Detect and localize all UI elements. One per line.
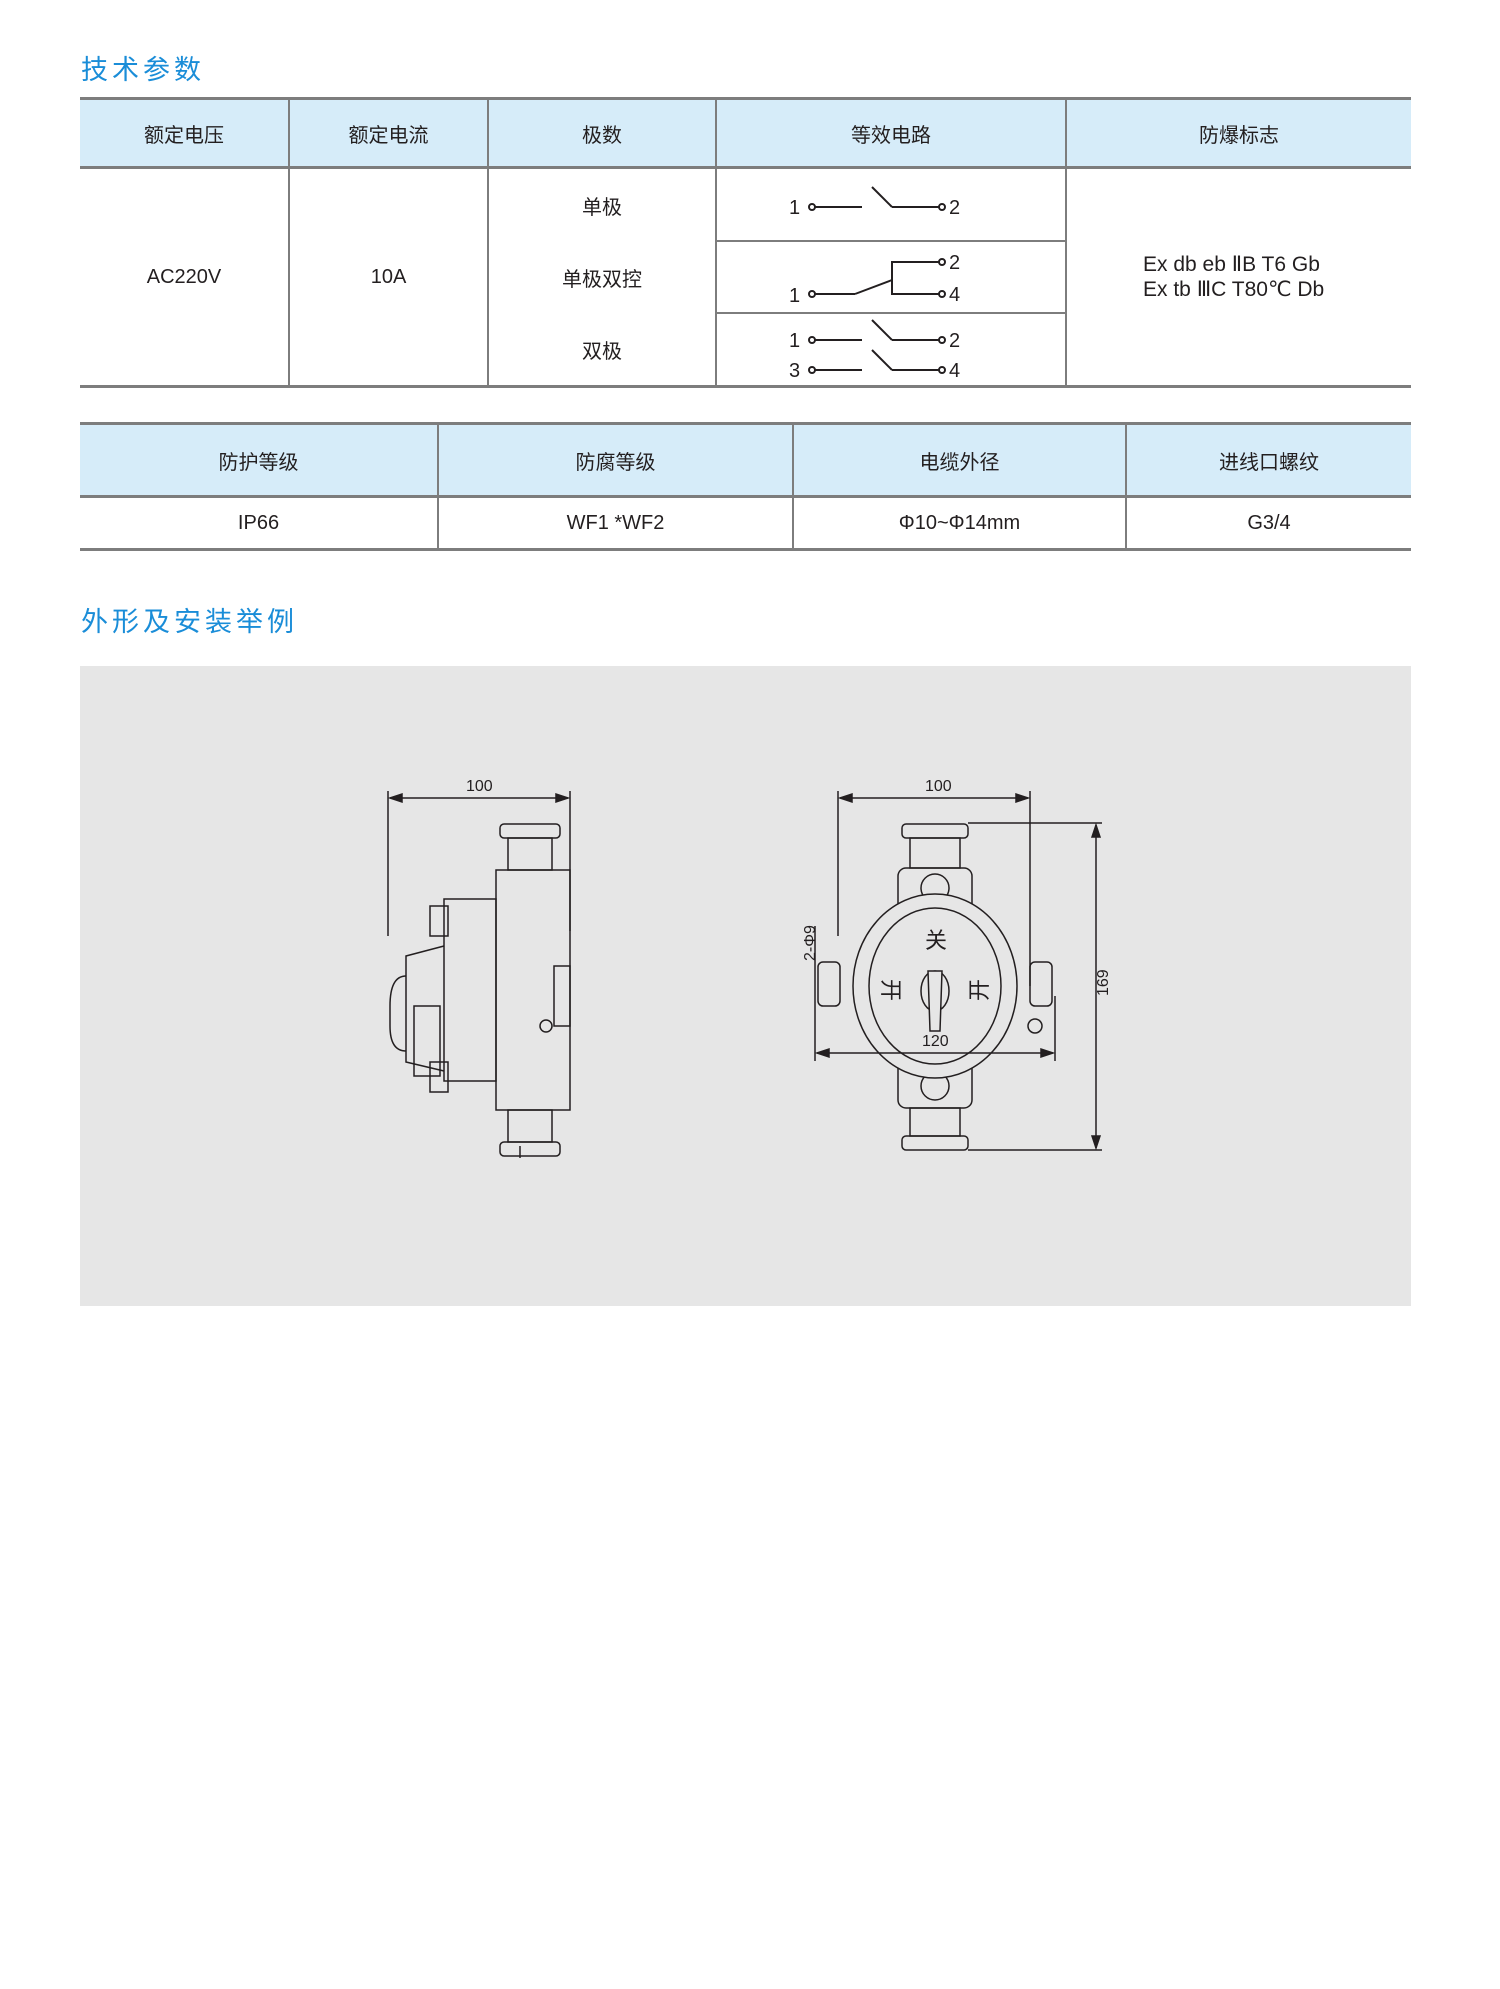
terminal-label: 4 (949, 360, 960, 382)
ingress-protection: IP66 (237, 511, 280, 534)
protection-table: 防护等级 防腐等级 电缆外径 进线口螺纹 IP66 WF1 *WF2 Φ10~Φ… (80, 422, 1411, 551)
on-label-right: 开 (967, 979, 992, 1001)
circuit-single: 1 2 (717, 170, 1065, 242)
header-anticorrosion: 防腐等级 (437, 423, 793, 497)
header-rated-voltage: 额定电压 (80, 98, 289, 168)
header-poles: 极数 (487, 98, 716, 168)
ex-marking-dust: Ex tb ⅢC T80℃ Db (1143, 278, 1325, 301)
header-circuit: 等效电路 (715, 98, 1066, 168)
side-view-drawing: 100 (387, 778, 571, 1158)
height-dimension: 169 (1095, 969, 1112, 996)
mount-width-dimension: 120 (922, 1033, 949, 1050)
header-ex-marking: 防爆标志 (1065, 98, 1411, 168)
circuit-double: 1 3 2 4 (717, 314, 1065, 384)
terminal-label: 1 (789, 285, 800, 307)
header-cable-diameter: 电缆外径 (792, 423, 1126, 497)
on-label-left: 开 (878, 979, 903, 1001)
pole-single: 单极 (582, 194, 622, 219)
terminal-label: 1 (789, 330, 800, 352)
ex-marking-cell: Ex db eb ⅡB T6 Gb Ex tb ⅢC T80℃ Db (1065, 167, 1411, 387)
terminal-label: 2 (949, 197, 960, 219)
front-width-dimension: 100 (925, 778, 952, 795)
section-title-tech-params: 技术参数 (81, 55, 205, 86)
cable-diameter: Φ10~Φ14mm (792, 496, 1126, 550)
circuit-two-way: 1 2 4 (717, 242, 1065, 314)
pole-double: 双极 (582, 338, 622, 363)
terminal-label: 1 (789, 197, 800, 219)
off-label: 关 (925, 928, 947, 953)
anticorrosion: WF1 *WF2 (437, 496, 793, 550)
tech-params-table: 额定电压 额定电流 极数 等效电路 防爆标志 AC220V 10A 单极 单极双… (80, 97, 1411, 388)
ex-marking-gas: Ex db eb ⅡB T6 Gb (1143, 253, 1320, 276)
terminal-label: 4 (949, 284, 960, 306)
front-view-drawing: 100 关 开 开 120 169 2-Φ9 (802, 778, 1112, 1151)
outline-drawing-area: 100 100 关 开 开 120 (80, 666, 1411, 1306)
side-width-dimension: 100 (466, 778, 493, 795)
header-rated-current: 额定电流 (288, 98, 488, 168)
section-title-outline: 外形及安装举例 (81, 607, 298, 638)
entry-thread: G3/4 (1125, 496, 1411, 550)
poles-cell: 单极 单极双控 双极 (487, 167, 716, 387)
terminal-label: 2 (949, 330, 960, 352)
terminal-label: 3 (789, 360, 800, 382)
circuit-cell: 1 2 1 2 4 1 3 2 4 (715, 167, 1066, 387)
terminal-label: 2 (949, 252, 960, 274)
hole-dimension: 2-Φ9 (802, 925, 819, 961)
header-ingress-protection: 防护等级 (80, 423, 438, 497)
rated-voltage: AC220V (146, 265, 222, 288)
header-entry-thread: 进线口螺纹 (1125, 423, 1411, 497)
rated-current: 10A (288, 167, 488, 387)
pole-two-way: 单极双控 (562, 266, 642, 291)
